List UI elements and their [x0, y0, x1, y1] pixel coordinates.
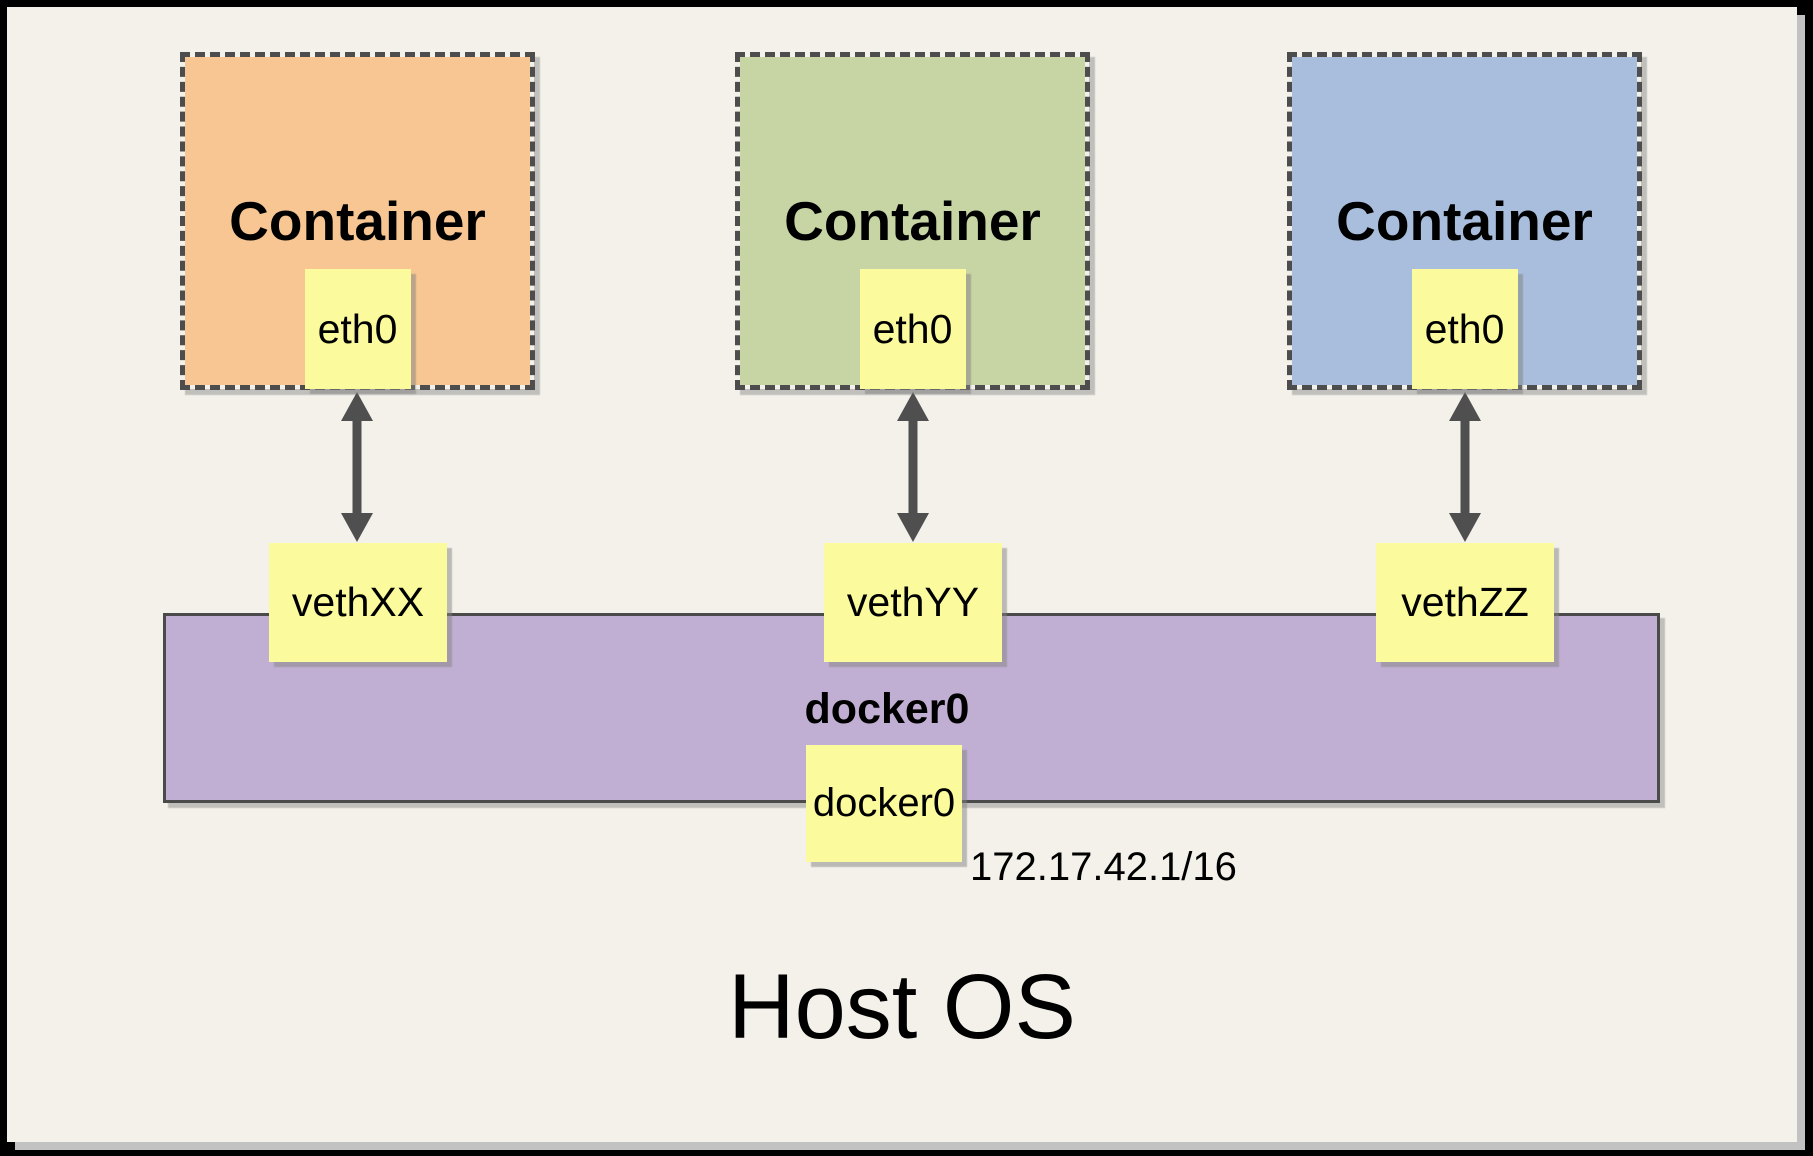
eth0-interface-box: eth0: [859, 269, 966, 389]
veth-box-vethxx: vethXX: [269, 543, 447, 662]
veth-box-vethzz: vethZZ: [1376, 543, 1554, 662]
veth-box-vethyy: vethYY: [824, 543, 1002, 662]
container-label: Container: [1336, 189, 1593, 252]
double-arrow-icon: [897, 392, 929, 542]
container-label: Container: [784, 189, 1041, 252]
host-os-title: Host OS: [728, 956, 1076, 1058]
subnet-label: 172.17.42.1/16: [970, 845, 1237, 889]
docker0-bridge-label: docker0: [804, 685, 970, 733]
double-arrow-icon: [1449, 392, 1481, 542]
container-box-1: Container eth0: [180, 52, 535, 390]
container-label: Container: [229, 189, 486, 252]
host-os-panel: Container eth0 Container eth0 Container …: [7, 7, 1797, 1142]
double-arrow-icon: [341, 392, 373, 542]
eth0-interface-box: eth0: [304, 269, 411, 389]
container-box-2: Container eth0: [735, 52, 1090, 390]
container-box-3: Container eth0: [1287, 52, 1642, 390]
eth0-interface-box: eth0: [1411, 269, 1518, 389]
docker0-interface-box: docker0: [806, 745, 962, 862]
